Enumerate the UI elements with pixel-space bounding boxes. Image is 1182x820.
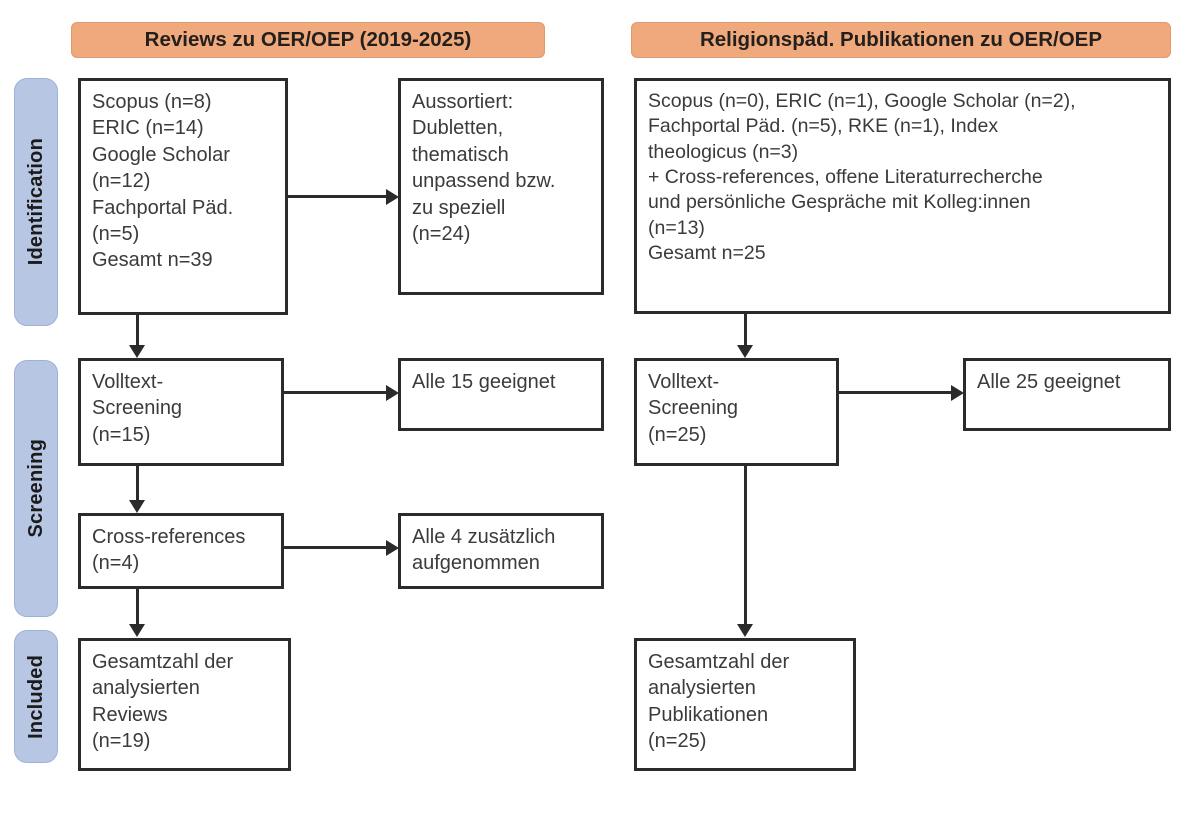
connector-left-ident-to-excluded: [288, 195, 388, 198]
arrowhead-left-crossref-to-result: [386, 540, 399, 556]
box-left-screening-result: Alle 15 geeignet: [398, 358, 604, 431]
connector-left-crossref-to-included: [136, 589, 139, 633]
connector-right-ident-to-screening: [744, 314, 747, 353]
box-left-screening: Volltext- Screening (n=15): [78, 358, 284, 466]
arrowhead-left-screening-to-result: [386, 385, 399, 401]
box-left-crossref: Cross-references (n=4): [78, 513, 284, 589]
box-left-identification-sources: Scopus (n=8) ERIC (n=14) Google Scholar …: [78, 78, 288, 315]
arrowhead-left-ident-to-excluded: [386, 189, 399, 205]
box-left-included: Gesamtzahl der analysierten Reviews (n=1…: [78, 638, 291, 771]
connector-right-screening-to-included: [744, 466, 747, 632]
arrowhead-right-screening-to-included: [737, 624, 753, 637]
stage-label-included: Included: [24, 654, 47, 739]
box-left-excluded: Aussortiert: Dubletten, thematisch unpas…: [398, 78, 604, 295]
connector-left-crossref-to-result: [284, 546, 388, 549]
stage-pill-screening: Screening: [14, 360, 58, 617]
box-left-crossref-result: Alle 4 zusätzlich aufgenommen: [398, 513, 604, 589]
stage-label-screening: Screening: [24, 439, 47, 538]
box-right-screening: Volltext- Screening (n=25): [634, 358, 839, 466]
stage-label-identification: Identification: [24, 138, 47, 266]
column-header-reviews: Reviews zu OER/OEP (2019-2025): [71, 22, 545, 58]
stage-pill-included: Included: [14, 630, 58, 763]
arrowhead-left-screening-to-crossref: [129, 500, 145, 513]
connector-left-ident-to-screening: [136, 315, 139, 353]
arrowhead-left-crossref-to-included: [129, 624, 145, 637]
arrowhead-left-ident-to-screening: [129, 345, 145, 358]
connector-left-screening-to-result: [284, 391, 388, 394]
column-header-publications: Religionspäd. Publikationen zu OER/OEP: [631, 22, 1171, 58]
connector-right-screening-to-result: [839, 391, 953, 394]
box-right-identification-sources: Scopus (n=0), ERIC (n=1), Google Scholar…: [634, 78, 1171, 314]
stage-pill-identification: Identification: [14, 78, 58, 326]
box-right-included: Gesamtzahl der analysierten Publikatione…: [634, 638, 856, 771]
connector-left-screening-to-crossref: [136, 466, 139, 508]
arrowhead-right-screening-to-result: [951, 385, 964, 401]
arrowhead-right-ident-to-screening: [737, 345, 753, 358]
box-right-screening-result: Alle 25 geeignet: [963, 358, 1171, 431]
